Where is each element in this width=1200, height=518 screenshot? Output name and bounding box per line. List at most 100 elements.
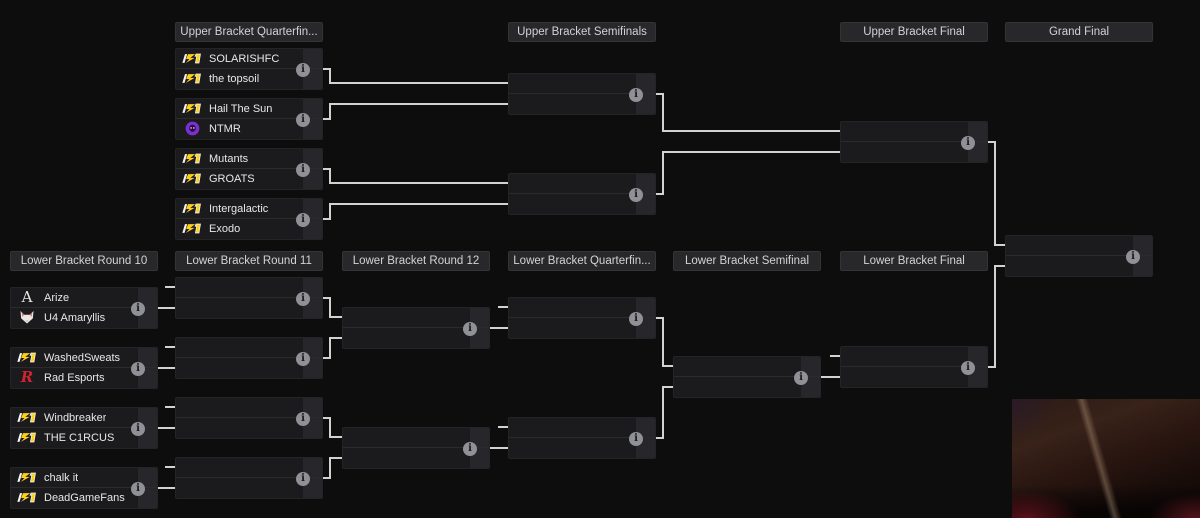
team-slot[interactable]: U4 Amaryllis xyxy=(11,308,139,327)
team-slot[interactable] xyxy=(176,458,304,477)
info-icon[interactable]: i xyxy=(629,88,643,102)
team-slot[interactable]: chalk it xyxy=(11,468,139,487)
team-slot[interactable] xyxy=(509,318,637,337)
info-icon[interactable]: i xyxy=(296,163,310,177)
bracket-connector xyxy=(323,218,331,220)
team-slot[interactable] xyxy=(841,367,969,386)
info-icon[interactable]: i xyxy=(296,352,310,366)
info-icon[interactable]: i xyxy=(463,442,477,456)
team-slot[interactable] xyxy=(509,74,637,93)
match-ub-f-1[interactable]: i xyxy=(840,121,988,163)
team-slot[interactable] xyxy=(176,418,304,437)
team-slot[interactable] xyxy=(1006,256,1134,275)
info-icon[interactable]: i xyxy=(961,136,975,150)
team-slot[interactable] xyxy=(509,298,637,317)
team-slot[interactable]: DeadGameFans xyxy=(11,488,139,507)
team-slot[interactable] xyxy=(343,448,471,467)
info-icon[interactable]: i xyxy=(296,63,310,77)
team-slot[interactable]: SOLARISHFC xyxy=(176,49,304,68)
info-icon[interactable]: i xyxy=(296,213,310,227)
team-slot[interactable] xyxy=(841,122,969,141)
team-slot[interactable] xyxy=(176,298,304,317)
match-lb-r11-4[interactable]: i xyxy=(175,457,323,499)
team-slot[interactable] xyxy=(509,438,637,457)
info-icon[interactable]: i xyxy=(296,472,310,486)
bracket-connector xyxy=(158,427,175,429)
match-lb-r11-3[interactable]: i xyxy=(175,397,323,439)
match-lb-r12-1[interactable]: i xyxy=(342,307,490,349)
match-lb-qf-2[interactable]: i xyxy=(508,417,656,459)
info-icon[interactable]: i xyxy=(131,482,145,496)
round-header-lb-round-11: Lower Bracket Round 11 xyxy=(175,251,323,271)
team-slot[interactable] xyxy=(176,358,304,377)
team-slot[interactable]: the topsoil xyxy=(176,69,304,88)
team-slot[interactable] xyxy=(176,398,304,417)
info-icon[interactable]: i xyxy=(131,422,145,436)
team-slot[interactable]: NTMR xyxy=(176,119,304,138)
team-slot[interactable]: Mutants xyxy=(176,149,304,168)
round-header-lb-round-12: Lower Bracket Round 12 xyxy=(342,251,490,271)
match-lb-sf-1[interactable]: i xyxy=(673,356,821,398)
bracket-connector xyxy=(330,182,508,184)
info-icon[interactable]: i xyxy=(961,361,975,375)
match-ub-sf-2[interactable]: i xyxy=(508,173,656,215)
info-icon[interactable]: i xyxy=(296,113,310,127)
team-slot[interactable] xyxy=(509,94,637,113)
match-ub-sf-1[interactable]: i xyxy=(508,73,656,115)
team-slot[interactable] xyxy=(841,142,969,161)
info-icon[interactable]: i xyxy=(131,362,145,376)
team-slot[interactable] xyxy=(674,377,802,396)
corner-video-thumbnail[interactable] xyxy=(1012,399,1200,518)
team-slot[interactable]: THE C1RCUS xyxy=(11,428,139,447)
team-slot[interactable] xyxy=(176,278,304,297)
info-icon[interactable]: i xyxy=(296,292,310,306)
slot-divider xyxy=(11,307,157,308)
team-slot[interactable]: WashedSweats xyxy=(11,348,139,367)
match-lb-r11-2[interactable]: i xyxy=(175,337,323,379)
info-icon[interactable]: i xyxy=(463,322,477,336)
team-slot[interactable] xyxy=(674,357,802,376)
team-slot[interactable] xyxy=(176,478,304,497)
info-icon[interactable]: i xyxy=(629,188,643,202)
team-slot[interactable] xyxy=(509,174,637,193)
slot-divider xyxy=(176,357,322,358)
match-lb-f-1[interactable]: i xyxy=(840,346,988,388)
team-slot[interactable] xyxy=(509,418,637,437)
slot-divider xyxy=(176,477,322,478)
team-slot[interactable] xyxy=(176,338,304,357)
info-icon[interactable]: i xyxy=(629,312,643,326)
info-icon[interactable]: i xyxy=(629,432,643,446)
team-slot[interactable]: Intergalactic xyxy=(176,199,304,218)
match-gf-1[interactable]: i xyxy=(1005,235,1153,277)
team-slot[interactable]: Hail The Sun xyxy=(176,99,304,118)
team-slot[interactable] xyxy=(343,428,471,447)
slot-divider xyxy=(1006,255,1152,256)
info-icon[interactable]: i xyxy=(794,371,808,385)
team-slot[interactable]: Windbreaker xyxy=(11,408,139,427)
team-slot[interactable]: GROATS xyxy=(176,169,304,188)
bracket-connector xyxy=(323,168,331,170)
team-slot[interactable] xyxy=(1006,236,1134,255)
info-icon[interactable]: i xyxy=(1126,250,1140,264)
info-icon[interactable]: i xyxy=(296,412,310,426)
team-slot[interactable] xyxy=(343,328,471,347)
score-column xyxy=(138,408,157,448)
info-icon[interactable]: i xyxy=(131,302,145,316)
match-lb-r12-2[interactable]: i xyxy=(342,427,490,469)
match-lb-qf-1[interactable]: i xyxy=(508,297,656,339)
match-lb-r11-1[interactable]: i xyxy=(175,277,323,319)
team-slot[interactable]: Exodo xyxy=(176,219,304,238)
team-slot[interactable] xyxy=(841,347,969,366)
team-slot[interactable] xyxy=(509,194,637,213)
team-slot[interactable] xyxy=(343,308,471,327)
